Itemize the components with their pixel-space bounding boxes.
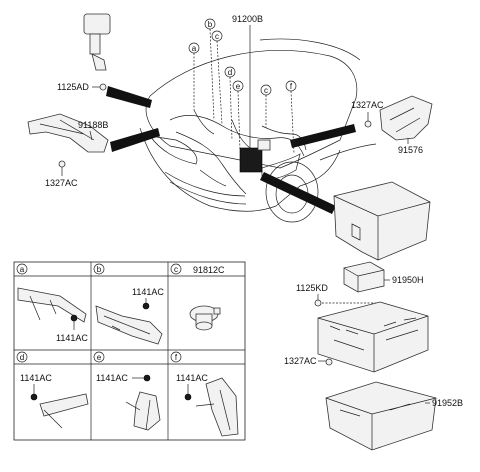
label-91950H: 91950H: [392, 275, 424, 285]
label-1327AC-left: 1327AC: [45, 178, 78, 188]
svg-text:b: b: [208, 20, 213, 29]
detail-cell-d: d 1141AC: [16, 351, 89, 429]
lower-tray-91952B: [325, 381, 437, 451]
callout-f: f: [285, 80, 297, 155]
svg-text:1141AC: 1141AC: [20, 373, 52, 383]
label-91952B: 91952B: [432, 398, 463, 408]
detail-cell-c: c 91812C: [170, 263, 225, 331]
bolt-1125KD: [314, 299, 322, 307]
svg-text:a: a: [192, 44, 197, 53]
nut-1327AC-right: [364, 120, 372, 128]
detail-grid: [13, 261, 246, 441]
callout-c: c: [211, 30, 223, 125]
callout-d: d: [224, 66, 236, 141]
label-1125AD: 1125AD: [57, 82, 89, 92]
bracket-91576: [379, 95, 433, 141]
fuse-box-body: [317, 301, 429, 373]
svg-text:f: f: [290, 82, 293, 91]
label-1327AC-right: 1327AC: [351, 100, 384, 110]
svg-text:d: d: [20, 353, 24, 362]
svg-text:e: e: [97, 353, 102, 362]
detail-cell-a: a 1141AC: [16, 263, 88, 343]
fuse-box-cover: [333, 181, 431, 261]
svg-text:1141AC: 1141AC: [96, 373, 128, 383]
svg-text:1141AC: 1141AC: [132, 287, 164, 297]
callout-b: b: [204, 18, 216, 121]
detail-cell-b: b 1141AC: [93, 263, 164, 345]
bracket-91188B: [27, 113, 109, 153]
svg-text:a: a: [20, 265, 25, 274]
svg-text:c: c: [215, 32, 219, 41]
label-91188B: 91188B: [78, 120, 108, 130]
svg-text:e: e: [236, 82, 241, 91]
sensor-part: [83, 13, 111, 71]
leader-bar-left-top: [106, 86, 152, 108]
bolt-1125AD: [99, 83, 107, 91]
callout-a: a: [188, 42, 200, 110]
label-91200B: 91200B: [232, 14, 263, 24]
callout-c2: c: [260, 84, 272, 128]
nut-1327AC-box: [325, 358, 333, 366]
svg-text:d: d: [228, 68, 232, 77]
svg-text:c: c: [174, 265, 178, 274]
svg-text:c: c: [264, 86, 268, 95]
leader-bar-right-top: [290, 124, 356, 148]
leader-bar-right-bottom: [260, 172, 336, 214]
relay-91950H: [343, 261, 385, 293]
leader-bar-left-bottom: [110, 128, 160, 152]
label-1125KD: 1125KD: [296, 283, 328, 293]
svg-text:b: b: [97, 265, 102, 274]
svg-text:f: f: [175, 353, 178, 362]
label-1327AC-box: 1327AC: [284, 356, 317, 366]
svg-text:91812C: 91812C: [193, 265, 225, 275]
detail-cell-f: f 1141AC: [170, 351, 239, 437]
label-91576: 91576: [398, 145, 423, 155]
detail-cell-e: e 1141AC: [93, 351, 161, 431]
svg-text:1141AC: 1141AC: [176, 373, 208, 383]
callout-e: e: [232, 80, 244, 151]
nut-1327AC-left: [58, 160, 66, 168]
svg-text:1141AC: 1141AC: [56, 333, 88, 343]
